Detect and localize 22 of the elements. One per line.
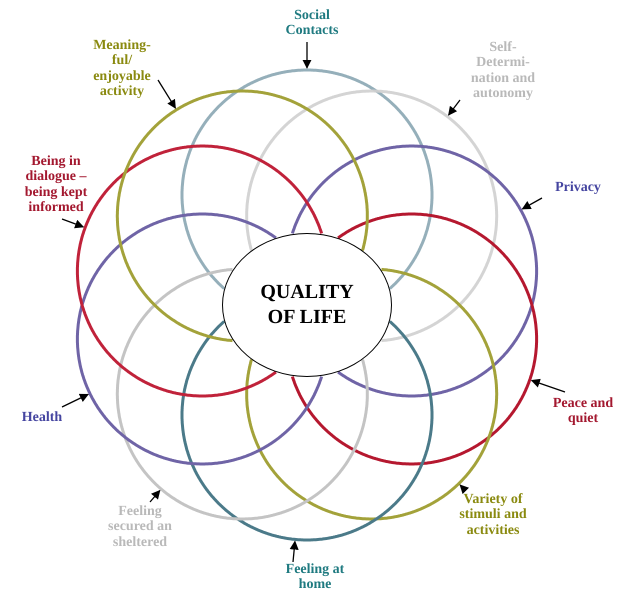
arrow <box>448 100 461 116</box>
label-text: Feeling at home <box>275 562 355 593</box>
label-text: Meaning-ful/ enjoyable activity <box>87 38 157 100</box>
arrow <box>290 540 299 562</box>
arrow <box>150 490 160 502</box>
label-text: Being in dialogue – being kept informed <box>14 154 98 216</box>
arrow <box>157 80 176 109</box>
center-title: QUALITY OF LIFE <box>259 280 355 330</box>
arrow <box>302 42 312 69</box>
center-ellipse <box>222 233 392 377</box>
label-text: Feeling secured an sheltered <box>100 504 180 550</box>
arrow <box>460 484 470 494</box>
label-text: Social Contacts <box>272 8 352 39</box>
label-text: Peace and quiet <box>543 396 623 427</box>
arrow <box>62 218 84 228</box>
label-text: Privacy <box>538 180 618 196</box>
arrow <box>62 394 89 408</box>
label-text: Health <box>7 410 77 426</box>
label-text: Variety of stimuli and activities <box>458 492 528 538</box>
arrow <box>530 378 566 393</box>
label-text: Self-Determi-nation and autonomy <box>463 40 543 102</box>
arrow <box>522 197 542 210</box>
